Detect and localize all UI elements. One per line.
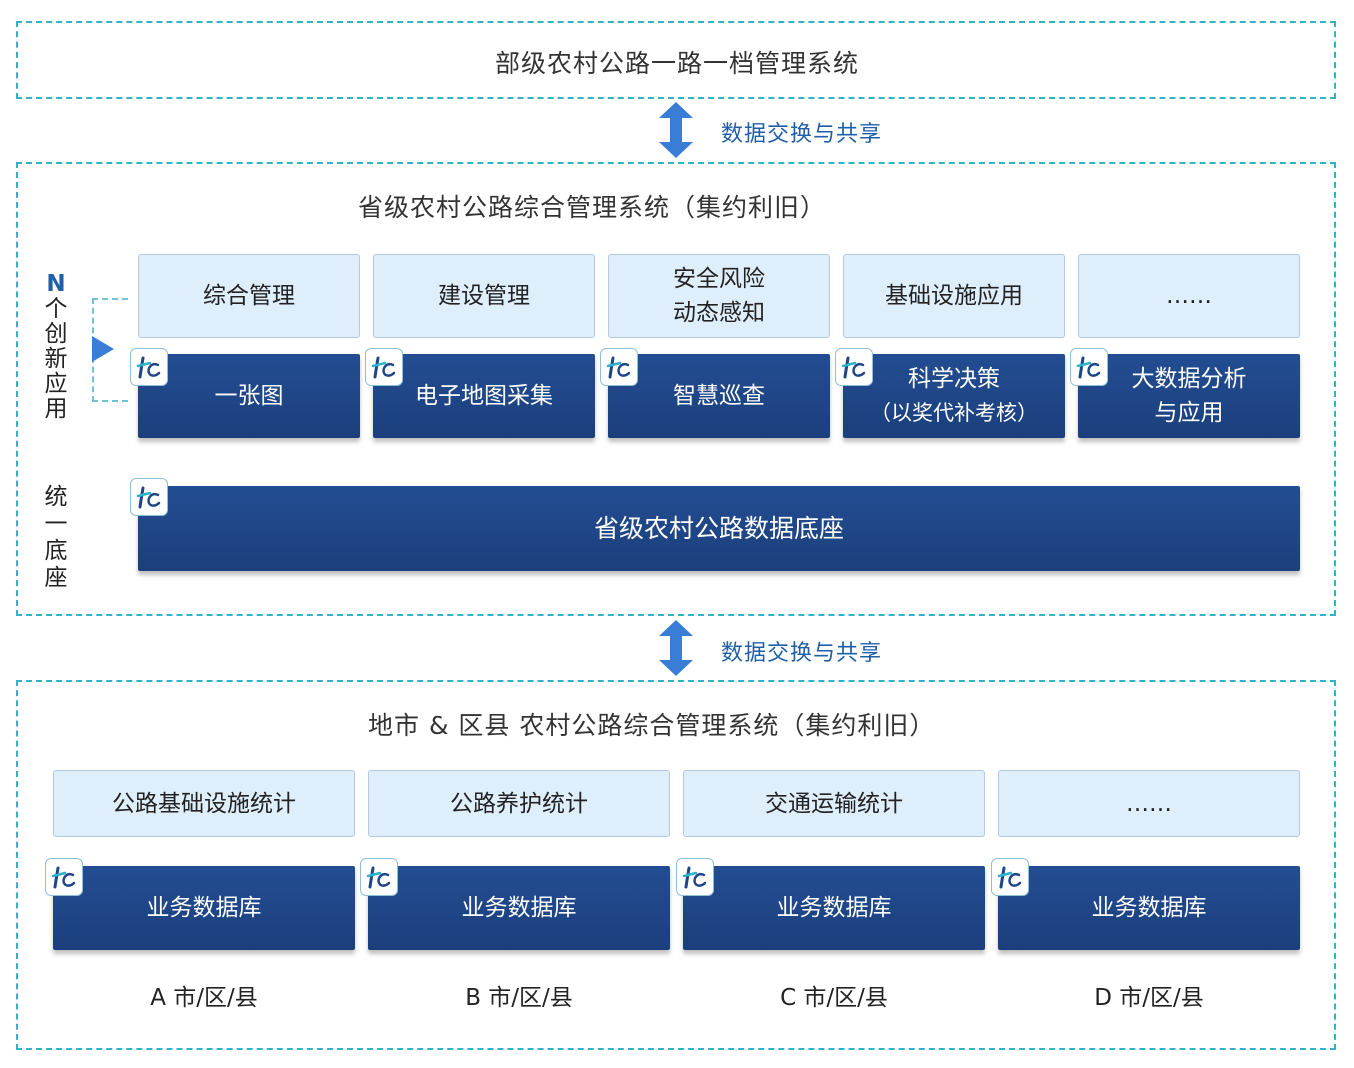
system-logo-glyph	[1076, 356, 1101, 379]
module-box: ……	[1078, 254, 1300, 338]
exchange-label-top: 数据交换与共享	[721, 122, 883, 147]
side-char: 一	[44, 511, 68, 537]
database-box: 业务数据库	[368, 866, 670, 950]
triangle-pointer-icon	[92, 336, 114, 362]
side-char: 个	[44, 296, 68, 322]
city-label: D 市/区/县	[1094, 985, 1204, 1011]
provincial-data-base: 省级农村公路数据底座	[138, 486, 1300, 571]
app-box: 一张图	[138, 354, 360, 438]
system-logo-glyph	[606, 356, 631, 379]
side-char: 应	[44, 371, 68, 397]
side-char: 底	[44, 538, 68, 564]
n-innovation-apps-label: N 个 创 新 应 用	[42, 272, 70, 422]
module-box: 建设管理	[373, 254, 595, 338]
module-box: 安全风险 动态感知	[608, 254, 830, 338]
app-label-line2: （以奖代补考核）	[870, 401, 1038, 425]
system-logo-icon	[360, 858, 398, 896]
app-box: 大数据分析 与应用	[1078, 354, 1300, 438]
stat-label: 公路基础设施统计	[112, 790, 296, 817]
system-logo-glyph	[136, 486, 161, 509]
system-logo-icon	[600, 348, 638, 386]
app-label: 一张图	[214, 383, 284, 409]
system-logo-icon	[365, 348, 403, 386]
city-label: C 市/区/县	[780, 985, 888, 1011]
data-base-label: 省级农村公路数据底座	[593, 513, 844, 543]
exchange-label-bottom: 数据交换与共享	[721, 641, 883, 666]
system-logo-glyph	[51, 866, 76, 889]
city-label: B 市/区/县	[465, 985, 573, 1011]
system-logo-glyph	[371, 356, 396, 379]
stat-box: 公路养护统计	[368, 770, 670, 837]
stat-box: 公路基础设施统计	[53, 770, 355, 837]
app-label: 大数据分析	[1131, 366, 1247, 392]
side-char: 新	[44, 346, 68, 372]
database-label: 业务数据库	[776, 895, 892, 921]
system-logo-icon	[130, 478, 168, 516]
module-label: 综合管理	[203, 283, 295, 309]
app-box: 科学决策 （以奖代补考核）	[843, 354, 1065, 438]
system-logo-icon	[130, 348, 168, 386]
ministry-system-title: 部级农村公路一路一档管理系统	[494, 49, 859, 78]
database-label: 业务数据库	[146, 895, 262, 921]
database-label: 业务数据库	[461, 895, 577, 921]
module-box: 基础设施应用	[843, 254, 1065, 338]
ministry-system-box	[16, 21, 1336, 99]
app-label: 科学决策	[908, 366, 1000, 392]
app-label: 智慧巡查	[673, 383, 765, 409]
database-box: 业务数据库	[683, 866, 985, 950]
double-arrow-vertical-icon	[659, 620, 693, 676]
module-label: ……	[1166, 283, 1212, 309]
app-box: 智慧巡查	[608, 354, 830, 438]
module-label-line2: 动态感知	[673, 300, 765, 326]
stat-label: 公路养护统计	[450, 790, 588, 817]
system-logo-icon	[45, 858, 83, 896]
stat-label: ……	[1126, 790, 1172, 817]
local-system-title: 地市 & 区县 农村公路综合管理系统（集约利旧）	[368, 711, 936, 740]
city-label: A 市/区/县	[150, 985, 258, 1011]
system-logo-glyph	[136, 356, 161, 379]
unified-base-label: 统 一 底 座	[42, 484, 70, 592]
system-logo-icon	[835, 348, 873, 386]
database-box: 业务数据库	[53, 866, 355, 950]
side-char: 创	[44, 321, 68, 347]
stat-label: 交通运输统计	[765, 790, 903, 817]
side-char: 座	[44, 565, 68, 591]
stat-box: 交通运输统计	[683, 770, 985, 837]
double-arrow-vertical-icon	[659, 102, 693, 158]
n-letter: N	[46, 271, 66, 297]
app-label: 电子地图采集	[415, 383, 553, 409]
side-char: 用	[44, 396, 68, 422]
database-box: 业务数据库	[998, 866, 1300, 950]
system-logo-icon	[1070, 348, 1108, 386]
database-label: 业务数据库	[1091, 895, 1207, 921]
system-logo-icon	[676, 858, 714, 896]
system-logo-glyph	[841, 356, 866, 379]
system-logo-glyph	[997, 866, 1022, 889]
system-logo-icon	[991, 858, 1029, 896]
side-char: 统	[44, 484, 68, 510]
stat-box: ……	[998, 770, 1300, 837]
module-label: 建设管理	[438, 283, 530, 309]
provincial-system-title: 省级农村公路综合管理系统（集约利旧）	[358, 193, 827, 222]
app-label-line2: 与应用	[1154, 400, 1224, 426]
module-label: 安全风险	[673, 266, 765, 292]
module-box: 综合管理	[138, 254, 360, 338]
system-logo-glyph	[366, 866, 391, 889]
system-logo-glyph	[682, 866, 707, 889]
module-label: 基础设施应用	[885, 283, 1023, 309]
app-box: 电子地图采集	[373, 354, 595, 438]
